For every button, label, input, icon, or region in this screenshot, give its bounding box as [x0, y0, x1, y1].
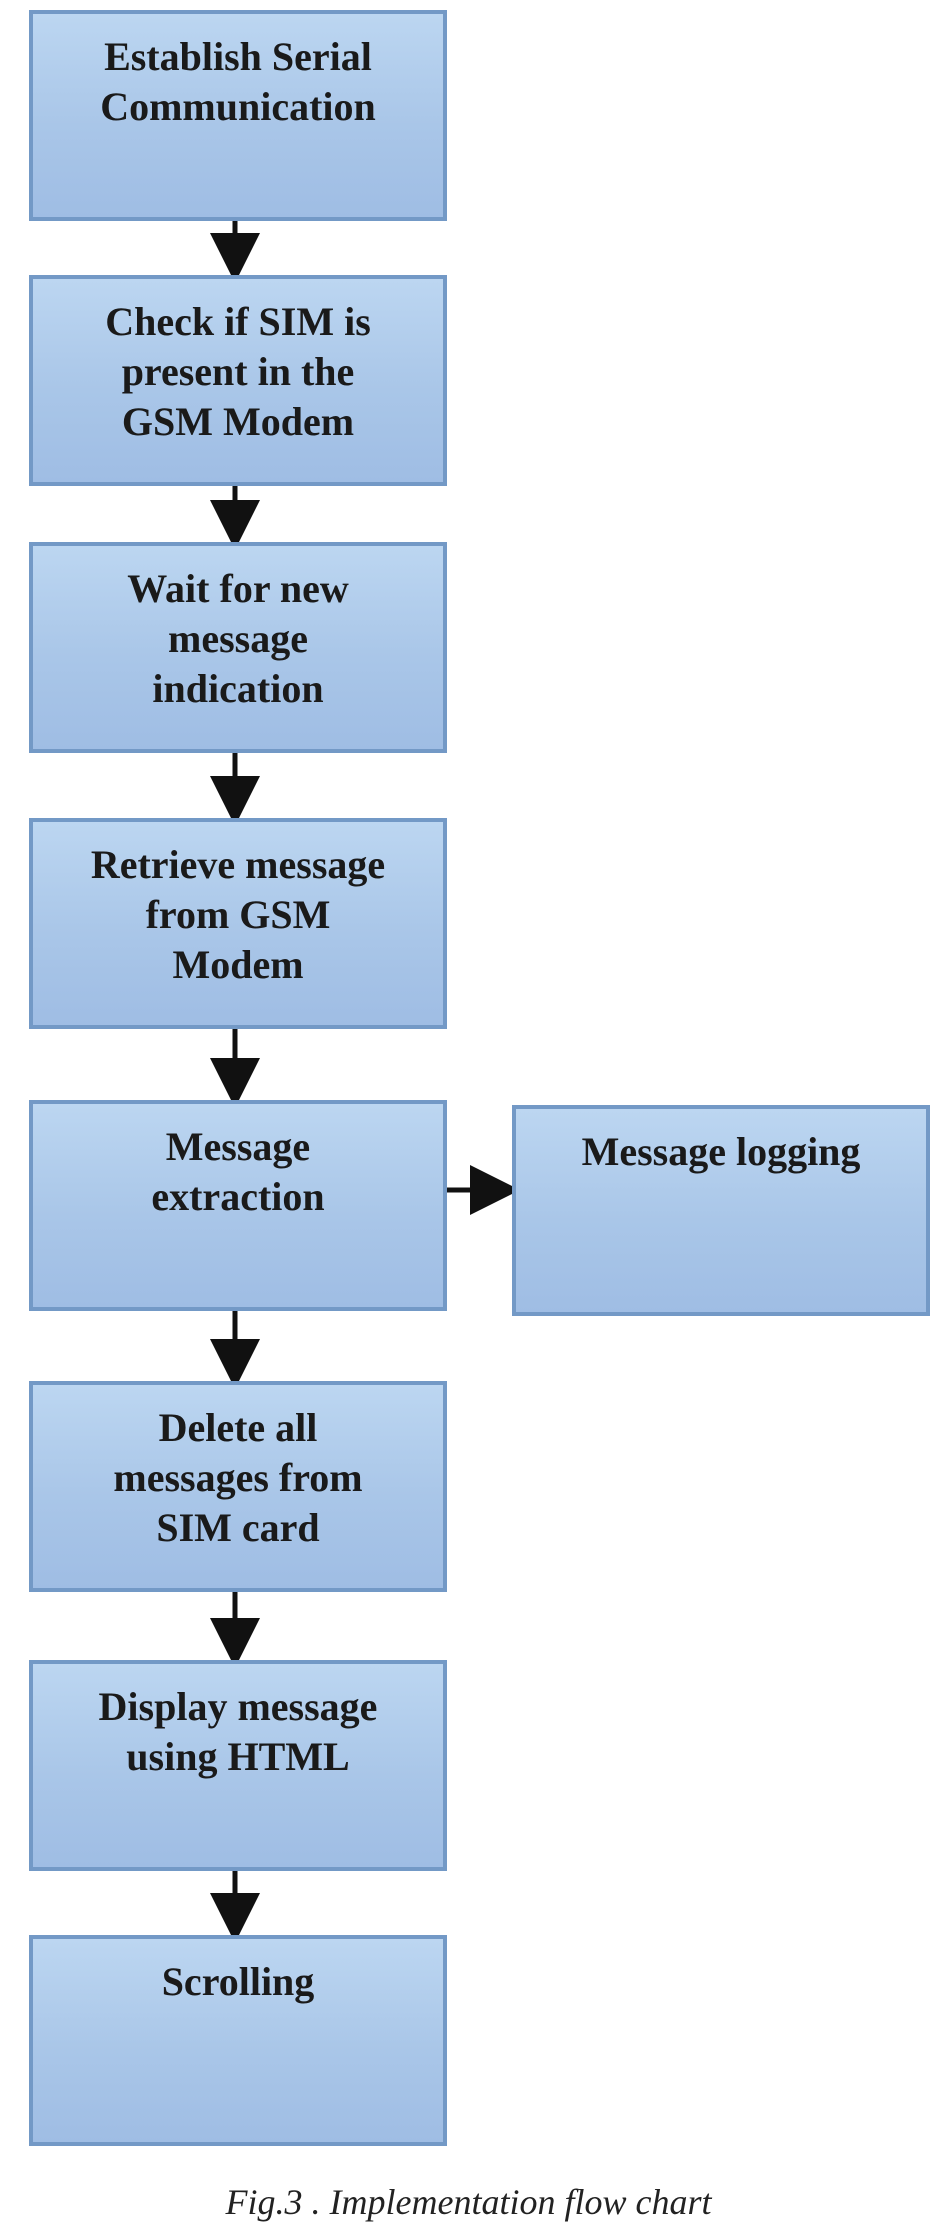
step-label: Message extraction	[151, 1124, 325, 1219]
step-check-sim-present: Check if SIM is present in the GSM Modem	[29, 275, 447, 486]
step-label: Message logging	[581, 1129, 861, 1174]
step-wait-new-message: Wait for new message indication	[29, 542, 447, 753]
step-label: Scrolling	[161, 1959, 315, 2004]
step-message-logging: Message logging	[512, 1105, 930, 1316]
step-label: Retrieve message from GSM Modem	[90, 842, 386, 987]
step-retrieve-message: Retrieve message from GSM Modem	[29, 818, 447, 1029]
step-scrolling: Scrolling	[29, 1935, 447, 2146]
step-label: Delete all messages from SIM card	[113, 1405, 363, 1550]
step-label: Display message using HTML	[98, 1684, 378, 1779]
step-message-extraction: Message extraction	[29, 1100, 447, 1311]
figure-caption: Fig.3 . Implementation flow chart	[225, 2182, 712, 2222]
step-label: Establish Serial Communication	[100, 34, 376, 129]
step-establish-serial-communication: Establish Serial Communication	[29, 10, 447, 221]
step-label: Check if SIM is present in the GSM Modem	[105, 299, 371, 444]
step-delete-messages: Delete all messages from SIM card	[29, 1381, 447, 1592]
step-display-message-html: Display message using HTML	[29, 1660, 447, 1871]
step-label: Wait for new message indication	[127, 566, 349, 711]
